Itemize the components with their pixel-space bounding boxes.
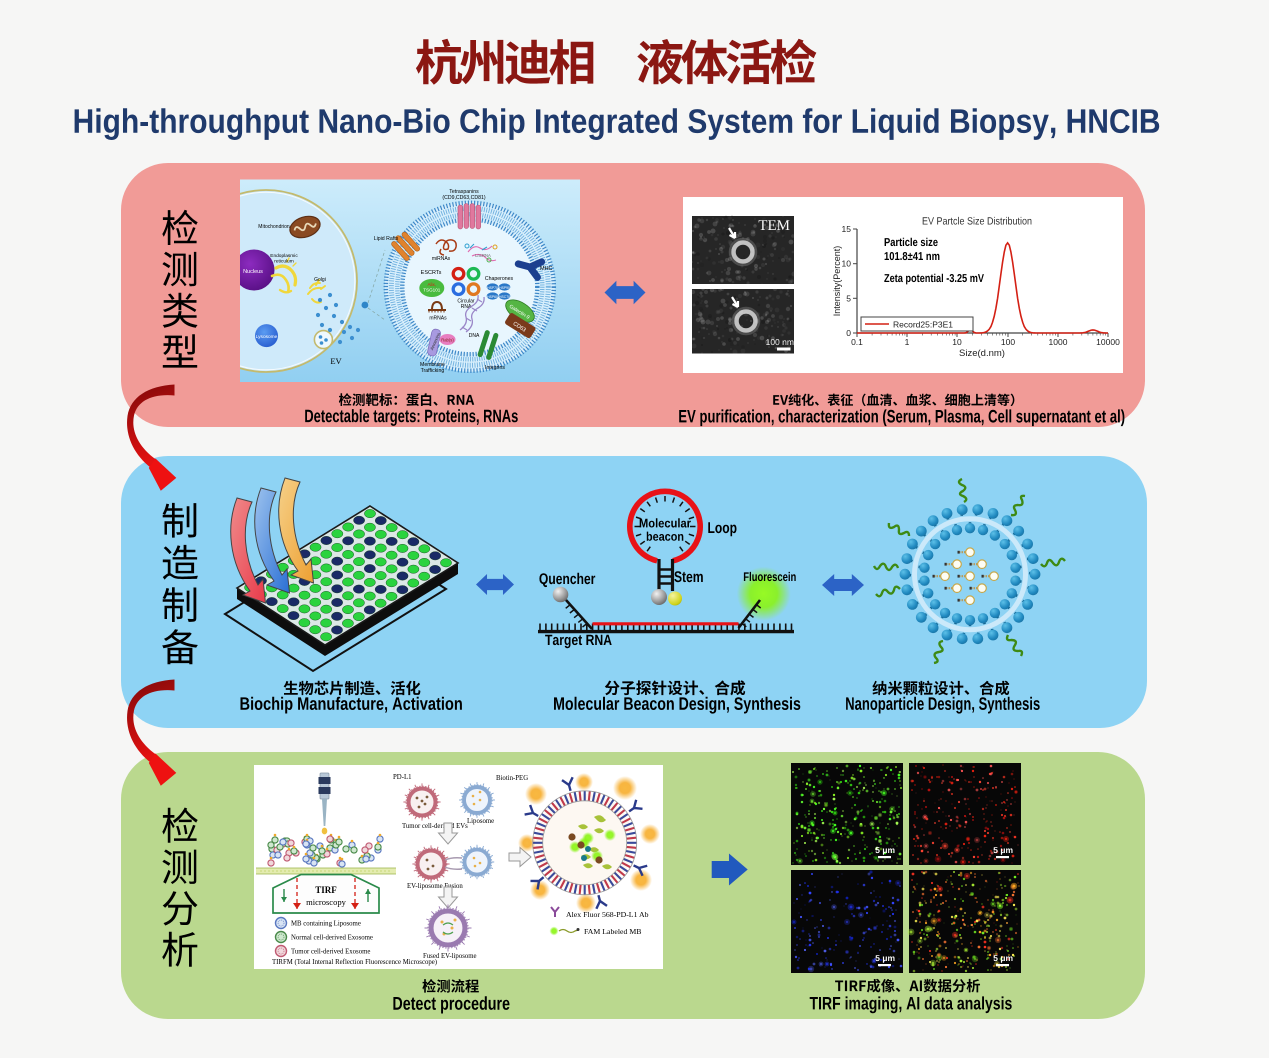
svg-text:HSP90: HSP90 xyxy=(499,286,510,290)
svg-text:10000: 10000 xyxy=(1096,337,1120,347)
svg-text:100: 100 xyxy=(1001,337,1015,347)
svg-text:TIRFM (Total Internal Reflecti: TIRFM (Total Internal Reflection Fluores… xyxy=(272,959,437,966)
svg-text:(CD9,CD63,CD81): (CD9,CD63,CD81) xyxy=(442,195,486,201)
svg-text:Nucleus: Nucleus xyxy=(243,269,263,275)
svg-text:Mitochondrion: Mitochondrion xyxy=(258,224,290,230)
svg-text:ESCRTs: ESCRTs xyxy=(421,270,442,276)
svg-text:Liposome: Liposome xyxy=(467,818,494,825)
svg-text:HSP60: HSP60 xyxy=(487,295,498,299)
svg-text:5: 5 xyxy=(846,293,851,303)
svg-text:Record25:P3E1: Record25:P3E1 xyxy=(893,320,953,330)
svg-text:TSG101: TSG101 xyxy=(423,288,441,293)
svg-text:Integrins: Integrins xyxy=(485,365,505,371)
svg-text:Tetraspanins: Tetraspanins xyxy=(449,189,479,195)
svg-text:miRNAs: miRNAs xyxy=(432,256,451,262)
svg-text:Alix,: Alix, xyxy=(427,282,436,287)
svg-text:reticulum: reticulum xyxy=(274,259,293,265)
svg-text:Normal cell-derived Exosome: Normal cell-derived Exosome xyxy=(291,935,373,942)
svg-text:DNA: DNA xyxy=(469,333,480,339)
svg-text:Membrane: Membrane xyxy=(420,362,445,368)
svg-text:Chaperones: Chaperones xyxy=(485,276,514,282)
svg-text:mRNAs: mRNAs xyxy=(429,316,447,322)
svg-text:EV: EV xyxy=(330,356,342,366)
svg-text:Circular: Circular xyxy=(457,299,475,305)
svg-text:Intensity(Percent): Intensity(Percent) xyxy=(832,246,842,317)
svg-text:Alex Fluor 568-PD-L1 Ab: Alex Fluor 568-PD-L1 Ab xyxy=(566,910,649,919)
svg-text:HSP70: HSP70 xyxy=(487,286,498,290)
svg-text:15: 15 xyxy=(842,224,852,234)
svg-text:0: 0 xyxy=(846,328,851,338)
svg-text:Trafficking: Trafficking xyxy=(421,368,445,374)
svg-text:FAM Labeled MB: FAM Labeled MB xyxy=(584,927,641,936)
svg-text:10: 10 xyxy=(842,259,852,269)
svg-text:PD-L1: PD-L1 xyxy=(393,774,412,781)
svg-text:1000: 1000 xyxy=(1049,337,1068,347)
svg-text:RNA: RNA xyxy=(461,304,472,310)
svg-text:HSC70: HSC70 xyxy=(499,295,510,299)
svg-text:LncRNA: LncRNA xyxy=(475,253,491,258)
svg-text:Tumor cell-derived Exosome: Tumor cell-derived Exosome xyxy=(291,949,370,956)
svg-text:1: 1 xyxy=(905,337,910,347)
svg-text:Size(d.nm): Size(d.nm) xyxy=(959,348,1005,359)
svg-text:Lipid Rafts: Lipid Rafts xyxy=(374,236,399,242)
svg-text:Lysosome: Lysosome xyxy=(256,334,278,340)
svg-text:Fused EV-liposome: Fused EV-liposome xyxy=(423,953,477,960)
svg-text:10: 10 xyxy=(952,337,962,347)
svg-text:MHC: MHC xyxy=(540,266,553,272)
svg-text:Endoplasmic: Endoplasmic xyxy=(270,253,298,259)
svg-text:EV-liposome Fusion: EV-liposome Fusion xyxy=(407,883,463,890)
svg-text:0.1: 0.1 xyxy=(851,337,863,347)
svg-text:TIRF: TIRF xyxy=(315,885,337,895)
svg-text:microscopy: microscopy xyxy=(306,897,346,907)
svg-text:Golgi: Golgi xyxy=(314,277,326,283)
svg-text:Tumor cell-derived EVs: Tumor cell-derived EVs xyxy=(402,823,468,830)
svg-text:Rab(s): Rab(s) xyxy=(441,338,454,343)
svg-text:MB containing Liposome: MB containing Liposome xyxy=(291,921,361,928)
svg-text:Biotin-PEG: Biotin-PEG xyxy=(496,775,528,782)
